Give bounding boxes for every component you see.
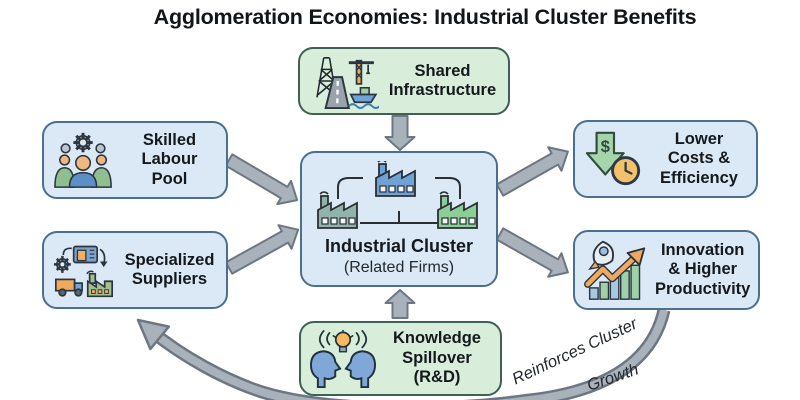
box-sublabel: (Related Firms) bbox=[343, 258, 455, 276]
arrow-cluster-to-innovation bbox=[495, 227, 569, 278]
box-label: Skilled Labour Pool bbox=[141, 130, 198, 188]
box-label: Industrial Cluster bbox=[324, 236, 474, 256]
cost-reduction-icon: $ bbox=[584, 130, 644, 188]
workforce-icon bbox=[53, 130, 115, 190]
arrow-knowledge-to-cluster bbox=[384, 289, 416, 319]
box-label: Knowledge Spillover (R&D) bbox=[392, 329, 481, 387]
box-label: Specialized Suppliers bbox=[124, 250, 215, 288]
svg-text:$: $ bbox=[601, 138, 610, 156]
box-label: Lower Costs & Efficiency bbox=[660, 129, 738, 187]
box-industrial-cluster: Industrial Cluster (Related Firms) bbox=[300, 151, 498, 287]
arrow-suppliers-to-cluster bbox=[224, 224, 300, 275]
box-specialized-suppliers: Specialized Suppliers bbox=[42, 231, 228, 309]
infrastructure-icon bbox=[309, 53, 379, 109]
knowledge-exchange-icon bbox=[310, 329, 376, 388]
rocket-growth-icon bbox=[584, 238, 648, 302]
feedback-arrow bbox=[136, 308, 671, 400]
box-knowledge-spillover: Knowledge Spillover (R&D) bbox=[299, 321, 502, 396]
factories-icon bbox=[308, 161, 490, 235]
box-lower-costs: $ Lower Costs & Efficiency bbox=[573, 120, 758, 198]
arrow-labour-to-cluster bbox=[224, 153, 299, 206]
supply-chain-icon bbox=[53, 240, 115, 300]
diagram-title: Agglomeration Economies: Industrial Clus… bbox=[153, 5, 697, 29]
box-innovation: Innovation & Higher Productivity bbox=[573, 230, 760, 310]
box-shared-infrastructure: Shared Infrastructure bbox=[298, 47, 510, 115]
arrow-infrastructure-to-cluster bbox=[384, 115, 416, 151]
box-label: Innovation & Higher Productivity bbox=[655, 240, 751, 298]
box-label: Shared Infrastructure bbox=[388, 61, 497, 99]
arrow-cluster-to-costs bbox=[495, 146, 569, 197]
box-skilled-labour-pool: Skilled Labour Pool bbox=[42, 121, 228, 199]
